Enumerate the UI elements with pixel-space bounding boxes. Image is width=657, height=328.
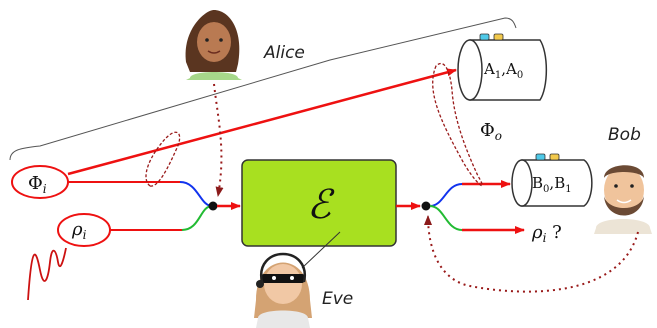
splitter-node [421, 201, 431, 211]
phi-o-label: Φo [480, 120, 502, 143]
alice-label: Alice [263, 43, 305, 63]
entanglement-loop-left [145, 131, 181, 187]
alice-to-combiner-dotted [213, 83, 224, 197]
eve-pointer-line [301, 231, 341, 269]
beam-to-alice [67, 68, 457, 176]
alice-detector [457, 33, 548, 101]
rho-out-label: ρi ? [531, 222, 562, 245]
channel-label: ℰ [307, 182, 335, 228]
bob-avatar [594, 165, 652, 234]
rho-i-label: ρi [71, 219, 87, 242]
green-branch-out [429, 205, 463, 231]
phi-i-label: Φi [28, 173, 47, 196]
entanglement-loop-right [432, 62, 483, 187]
bob-detector [511, 153, 593, 207]
channel-box [241, 159, 397, 247]
bob-label: Bob [608, 125, 641, 145]
blue-branch-out [429, 183, 463, 207]
alice-avatar [185, 10, 242, 80]
alice-detector-label: A1,A0 [483, 60, 523, 81]
alice-bracket [9, 17, 517, 161]
bob-to-splitter-dotted [424, 215, 639, 293]
green-branch-in [181, 205, 213, 231]
blue-branch-in [179, 181, 213, 207]
noise-squiggle [27, 247, 67, 301]
eve-avatar [254, 252, 312, 328]
eve-label: Eve [322, 289, 353, 309]
bob-detector-label: B0,B1 [532, 174, 572, 195]
combiner-node [208, 201, 218, 211]
